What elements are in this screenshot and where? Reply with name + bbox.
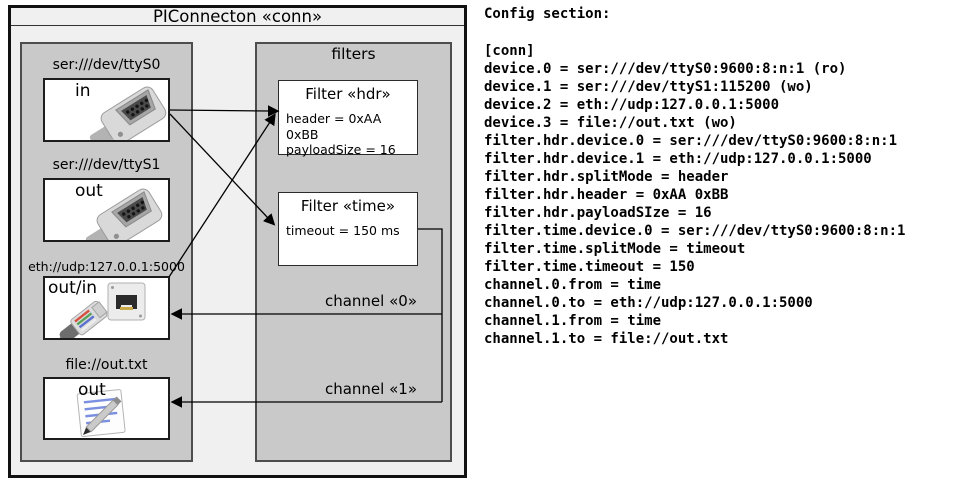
filters-group-label: filters [331, 45, 376, 63]
port-label: out [75, 181, 103, 201]
serial-connector-icon [85, 188, 163, 240]
config-text: [conn] device.0 = ser:///dev/ttyS0:9600:… [484, 43, 906, 347]
device-box-eth: out/in [43, 276, 170, 340]
device-box-ttys1: out [43, 178, 170, 242]
device-label-file: file://out.txt [65, 357, 148, 373]
port-label: out [78, 380, 106, 400]
filter-title: Filter «hdr» [305, 85, 391, 103]
connection-title: PIConnecton «conn» [11, 8, 464, 26]
note-pencil-icon [76, 389, 126, 438]
serial-connector-icon [89, 86, 167, 140]
filter-prop: timeout = 150 ms [286, 223, 400, 238]
filter-prop: payloadSize = 16 [286, 142, 396, 157]
port-label: out/in [48, 278, 98, 298]
channel-1-label: channel «1» [324, 380, 417, 398]
port-label: in [75, 81, 91, 101]
filter-box-time: Filter «time» timeout = 150 ms [278, 192, 418, 266]
device-label-eth: eth://udp:127.0.0.1:5000 [28, 259, 185, 274]
device-box-file: out [43, 377, 170, 440]
filter-title: Filter «time» [300, 197, 396, 215]
device-label-ttys1: ser:///dev/ttyS1 [52, 157, 161, 173]
ethernet-connector-icon [53, 282, 146, 338]
filter-box-hdr: Filter «hdr» header = 0xAA 0xBB payloadS… [278, 80, 418, 157]
config-section-heading: Config section: [484, 6, 611, 22]
device-box-ttys0: in [43, 78, 170, 142]
device-label-ttys0: ser:///dev/ttyS0 [52, 57, 161, 73]
channel-0-label: channel «0» [324, 292, 417, 310]
filter-prop: header = 0xAA 0xBB [286, 111, 382, 142]
